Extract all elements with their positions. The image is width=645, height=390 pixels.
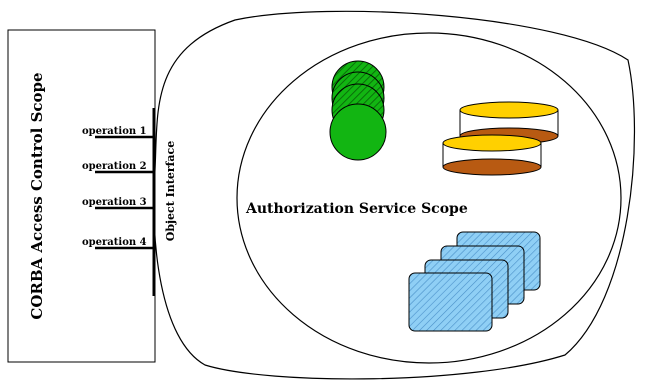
stacked-circles-icon <box>329 60 387 161</box>
outer-scope-shape <box>153 10 636 380</box>
authorization-scope-ellipse <box>236 32 622 364</box>
stacked-cylinders-icon <box>442 101 559 176</box>
corba-scope-box <box>7 29 156 363</box>
operation-4-label: operation 4 <box>82 237 147 248</box>
stacked-cards-icon <box>408 231 541 332</box>
operation-1-label: operation 1 <box>82 126 147 137</box>
authorization-scope-title: Authorization Service Scope <box>245 201 468 217</box>
object-interface-label: Object Interface <box>164 141 177 241</box>
operation-3-label: operation 3 <box>82 197 147 208</box>
corba-scope-title: CORBA Access Control Scope <box>28 72 46 319</box>
operation-2-label: operation 2 <box>82 161 147 172</box>
